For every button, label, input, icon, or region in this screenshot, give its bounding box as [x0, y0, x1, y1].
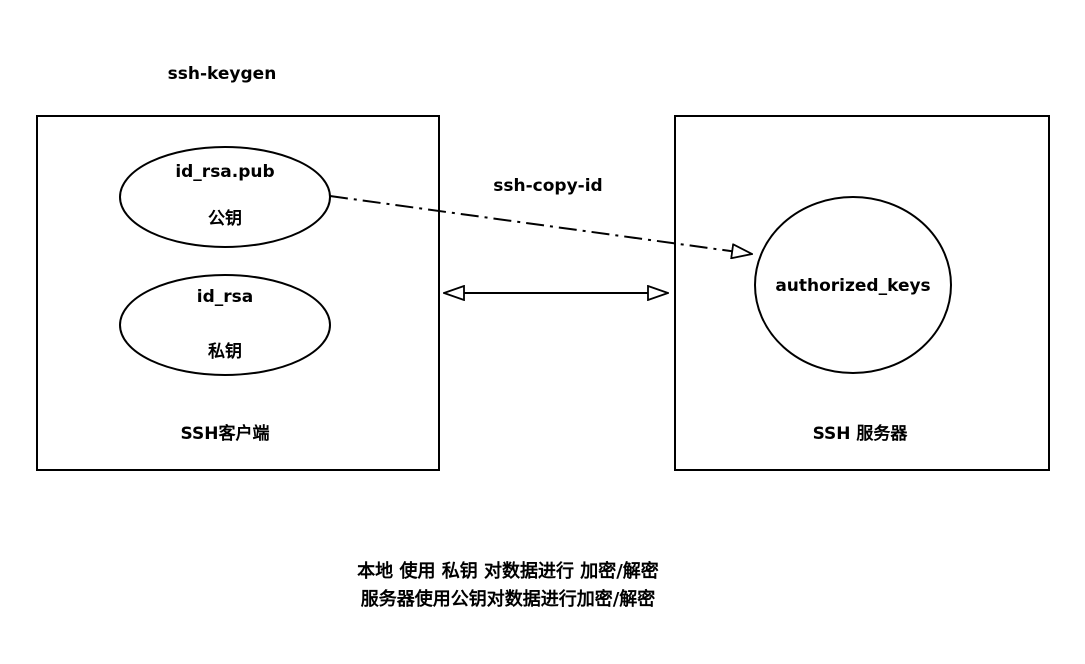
ssh-copy-id-label: ssh-copy-id — [493, 176, 602, 196]
private-key-node: id_rsa 私钥 — [119, 274, 331, 376]
private-key-description: 私钥 — [208, 341, 242, 362]
ssh-keygen-label: ssh-keygen — [168, 64, 277, 84]
server-box-border — [674, 115, 1050, 471]
authorized-keys-ellipse — [754, 196, 952, 374]
client-label: SSH客户端 — [181, 423, 270, 444]
client-box-border — [36, 115, 440, 471]
ssh-client-box: id_rsa.pub 公钥 id_rsa 私钥 SSH客户端 — [36, 115, 440, 471]
public-key-filename: id_rsa.pub — [175, 162, 274, 182]
private-key-filename: id_rsa — [197, 287, 253, 307]
private-key-ellipse — [119, 274, 331, 376]
note-line-2: 服务器使用公钥对数据进行加密/解密 — [361, 588, 656, 610]
authorized-keys-node: authorized_keys — [754, 196, 952, 374]
authorized-keys-label: authorized_keys — [775, 276, 930, 296]
public-key-description: 公钥 — [208, 208, 242, 229]
copy-id-arrow — [329, 195, 752, 254]
public-key-node: id_rsa.pub 公钥 — [119, 146, 331, 248]
note-line-1: 本地 使用 私钥 对数据进行 加密/解密 — [357, 560, 659, 582]
server-label: SSH 服务器 — [813, 423, 909, 444]
ssh-server-box: authorized_keys SSH 服务器 — [674, 115, 1050, 471]
